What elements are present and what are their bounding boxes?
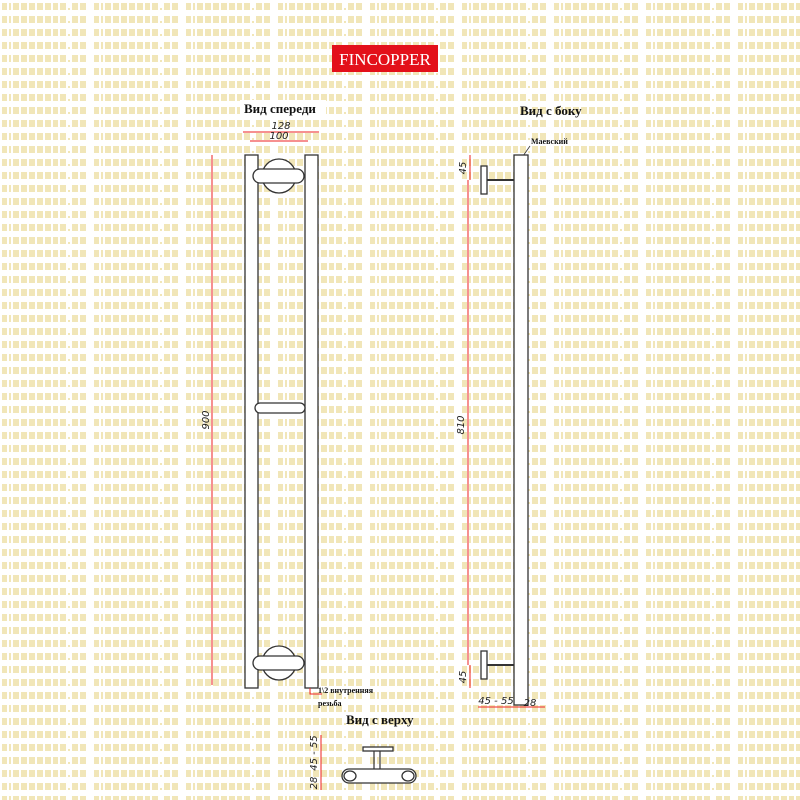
top-dim-offset: 45 - 55: [309, 735, 320, 770]
dim-128: 128: [271, 121, 290, 132]
thread-leader: [309, 688, 322, 695]
top-view-right-tube: [401, 770, 415, 782]
top-crossbar: [252, 168, 305, 184]
dim-bottom-45: 45: [458, 671, 469, 684]
logo-text: FINCOPPER: [339, 50, 431, 69]
right-tube: [304, 154, 319, 689]
dim-900: 900: [201, 410, 212, 429]
side-view: Вид с боку Маевский 45 810 45 45 - 55 28: [456, 103, 582, 709]
thread-note-2: резьба: [318, 699, 341, 708]
top-view-body: [341, 768, 417, 784]
dim-810: 810: [456, 415, 467, 434]
top-view-title: Вид с верху: [346, 712, 414, 727]
side-tube: [513, 154, 529, 706]
valve-label: Маевский: [531, 137, 568, 146]
front-view-title: Вид спереди: [244, 101, 316, 116]
left-tube: [244, 154, 259, 689]
bottom-wall-disc: [480, 650, 488, 680]
thread-note-1: 1\2 внутренняя: [318, 686, 374, 695]
dim-tube: 28: [524, 698, 537, 709]
fincopper-logo: FINCOPPER: [332, 45, 438, 72]
front-view: Вид спереди 128 100 900 1\2 внутренняя р…: [201, 100, 374, 708]
top-wall-disc: [480, 165, 488, 195]
dim-100: 100: [269, 131, 288, 142]
valve-leader: [522, 145, 531, 157]
side-view-title: Вид с боку: [520, 103, 582, 118]
top-view: Вид с верху 45 - 55 28: [309, 712, 417, 790]
top-dim-tube: 28: [309, 777, 320, 790]
middle-crossbar: [254, 402, 306, 414]
top-view-left-tube: [343, 770, 357, 782]
dim-top-45: 45: [458, 162, 469, 175]
top-view-disc: [362, 746, 394, 752]
bottom-crossbar: [252, 655, 305, 671]
dim-offset: 45 - 55: [478, 696, 513, 707]
